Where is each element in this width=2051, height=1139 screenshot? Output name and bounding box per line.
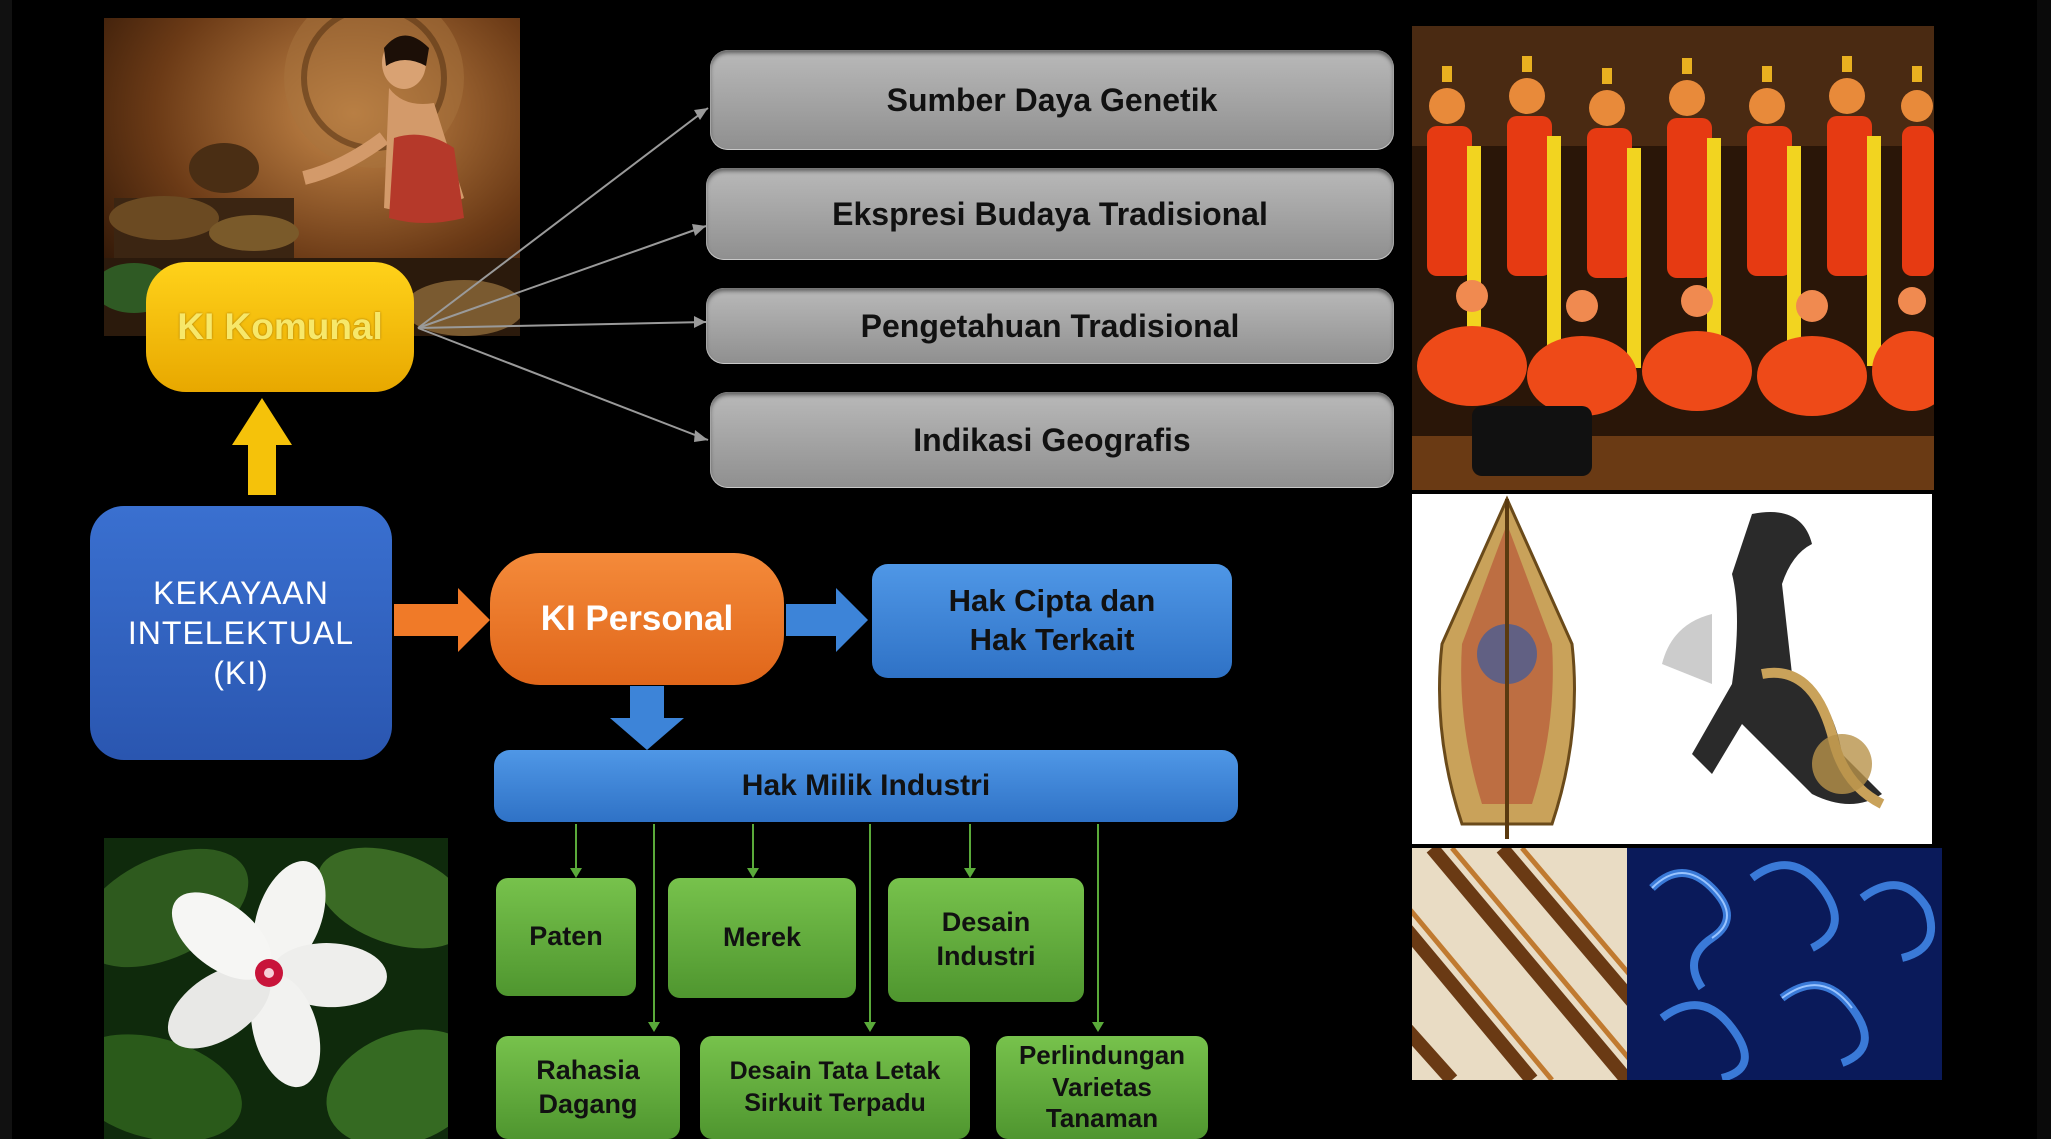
industri-item-label: Rahasia Dagang [536, 1054, 640, 1119]
komunal-item-label: Sumber Daya Genetik [886, 81, 1218, 118]
industri-item-label: Desain Tata Letak Sirkuit Terpadu [729, 1057, 941, 1117]
industri-item-label: Desain Industri [936, 907, 1036, 971]
traditional-dance-illustration [1412, 26, 1934, 490]
left-edge-bar [0, 0, 12, 1139]
traditional-dance-photo [1412, 26, 1934, 490]
komunal-item-sumber-daya-genetik: Sumber Daya Genetik [710, 50, 1394, 150]
industri-item-desain-tata-letak: Desain Tata Letak Sirkuit Terpadu [700, 1036, 970, 1139]
ki-komunal-node: KI Komunal [146, 262, 414, 392]
connector-line-ekspresi [417, 225, 707, 329]
industri-item-paten: Paten [496, 878, 636, 996]
up-arrow-yellow [232, 398, 292, 495]
right-edge-strip [2037, 0, 2051, 1139]
komunal-item-indikasi-geografis: Indikasi Geografis [710, 392, 1394, 488]
ki-komunal-label: KI Komunal [177, 306, 383, 347]
down-arrow-blue [610, 686, 684, 750]
right-arrow-orange [394, 588, 490, 652]
connector-line-indikasi [417, 327, 709, 441]
hak-milik-industri-label: Hak Milik Industri [741, 769, 991, 802]
hak-cipta-label: Hak Cipta dan Hak Terkait [948, 583, 1156, 657]
kekayaan-intelektual-node: KEKAYAAN INTELEKTUAL (KI) [90, 506, 392, 760]
kekayaan-intelektual-label: KEKAYAAN INTELEKTUAL (KI) [127, 575, 355, 691]
connector-line-pengetahuan [417, 321, 707, 329]
white-flower-illustration [104, 838, 448, 1139]
hak-cipta-node: Hak Cipta dan Hak Terkait [872, 564, 1232, 678]
industri-item-label: Merek [722, 922, 802, 953]
wayang-puppets-photo [1412, 494, 1932, 844]
ki-personal-node: KI Personal [490, 553, 784, 685]
industri-item-merek: Merek [668, 878, 856, 998]
industri-item-label: Perlindungan Varietas Tanaman [1018, 1039, 1186, 1134]
batik-patterns-illustration [1412, 848, 1942, 1080]
batik-patterns-photo [1412, 848, 1942, 1080]
komunal-item-label: Pengetahuan Tradisional [860, 307, 1240, 344]
wayang-puppets-illustration [1412, 494, 1932, 844]
right-arrow-blue [786, 588, 868, 652]
industri-item-desain-industri: Desain Industri [888, 878, 1084, 1002]
komunal-item-label: Indikasi Geografis [913, 421, 1191, 458]
hak-milik-industri-node: Hak Milik Industri [494, 750, 1238, 822]
industri-item-perlindungan-varietas: Perlindungan Varietas Tanaman [996, 1036, 1208, 1139]
komunal-item-ekspresi-budaya: Ekspresi Budaya Tradisional [706, 168, 1394, 260]
industri-item-label: Paten [529, 921, 603, 952]
white-flower-photo [104, 838, 448, 1139]
komunal-item-label: Ekspresi Budaya Tradisional [832, 195, 1268, 232]
ki-personal-label: KI Personal [540, 599, 734, 638]
komunal-item-pengetahuan-tradisional: Pengetahuan Tradisional [706, 288, 1394, 364]
connector-line-genetik [417, 107, 709, 329]
industri-item-rahasia-dagang: Rahasia Dagang [496, 1036, 680, 1139]
